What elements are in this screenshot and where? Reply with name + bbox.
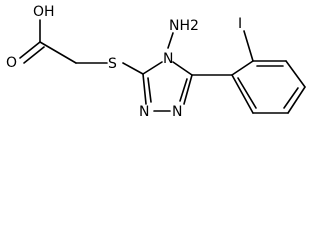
bond-ph-iodine (243, 30, 254, 62)
bond-ph-6-1-inner (237, 77, 257, 109)
sulfur-label: S (108, 56, 117, 72)
ring-n4-label: N (163, 51, 173, 67)
bond-ph-3-4 (285, 60, 306, 88)
bond-ph-6-1 (231, 74, 254, 114)
bond-c-o-double-a (19, 41, 41, 59)
bond-n2-c3-inner (147, 77, 152, 103)
bond-c5-n1-inner (179, 78, 188, 102)
bond-n4-nh2 (167, 32, 174, 49)
bond-c-o-double-b (23, 46, 45, 64)
amino-label: NH2 (169, 18, 199, 34)
bond-ph-4-5-inner (283, 87, 299, 109)
ring-n2-label: N (139, 104, 149, 120)
bond-ph-4-5 (287, 86, 306, 114)
ring-n1-label: N (172, 104, 182, 120)
molecule-drawing: OH O S N NH2 N N I (6, 4, 306, 120)
bond-n2-c3 (142, 73, 147, 105)
bond-c-ch2 (39, 41, 77, 64)
bond-c3-n4 (142, 61, 163, 75)
structure-diagram: OH O S N NH2 N N I (6, 4, 306, 120)
iodine-label: I (238, 16, 242, 32)
bond-ph-1-2 (231, 60, 254, 76)
carbonyl-o-label: O (6, 55, 17, 71)
bond-s-c3 (122, 62, 144, 75)
bond-n4-c5 (172, 61, 193, 76)
bond-c5-n1 (183, 74, 193, 105)
oh-label: OH (33, 4, 55, 20)
